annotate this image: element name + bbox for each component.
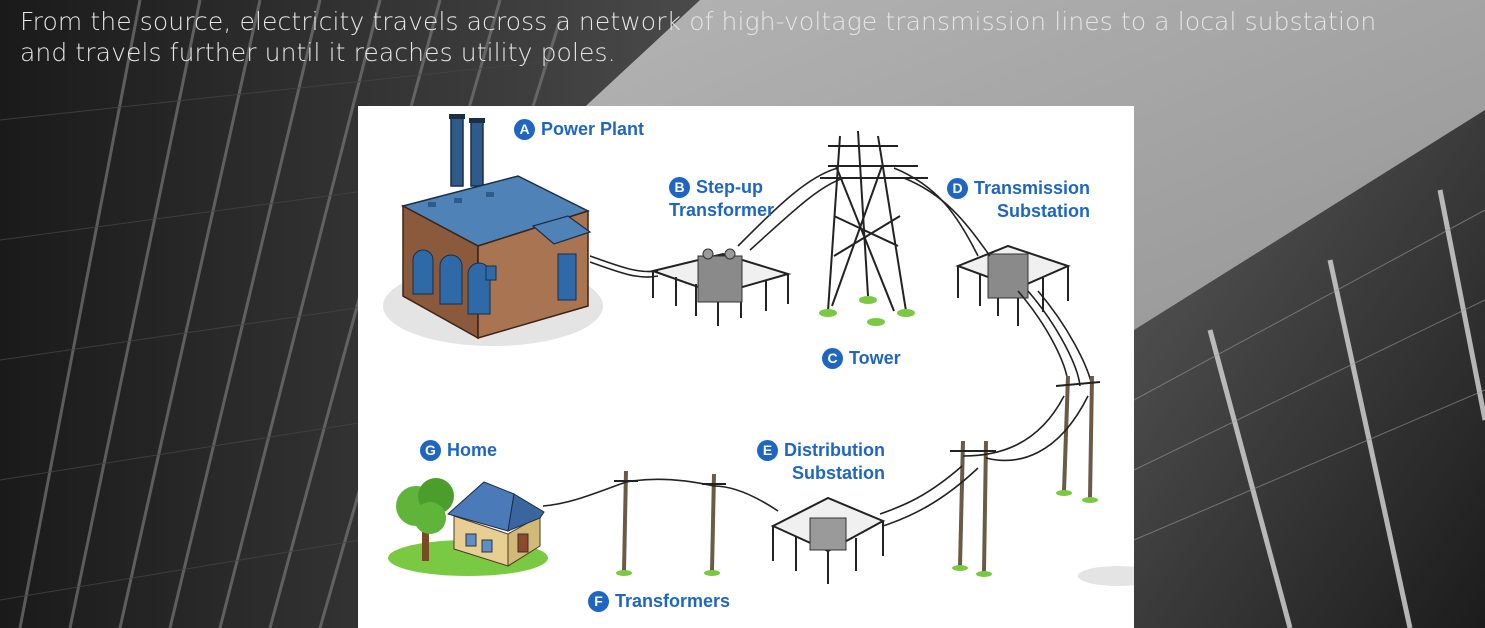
badge-c: C	[822, 348, 843, 369]
badge-g: G	[420, 440, 441, 461]
diagram-illustration	[383, 114, 1134, 586]
distribution-substation-icon	[770, 496, 886, 584]
badge-e: E	[757, 440, 778, 461]
badge-d: D	[947, 178, 968, 199]
transformer-icon	[649, 248, 792, 326]
caption-line-1: From the source, electricity travels acr…	[20, 7, 1377, 36]
factory-icon	[400, 114, 592, 340]
tree-icon	[396, 478, 454, 561]
badge-a: A	[514, 119, 535, 140]
house-icon	[446, 481, 545, 567]
badge-f: F	[588, 591, 609, 612]
caption-line-2: and travels further until it reaches uti…	[20, 38, 616, 67]
utility-pole-icon	[622, 375, 1094, 573]
caption-text: From the source, electricity travels acr…	[20, 6, 1470, 68]
tower-icon	[820, 130, 928, 312]
badge-b: B	[669, 177, 690, 198]
substation-icon	[955, 244, 1071, 326]
